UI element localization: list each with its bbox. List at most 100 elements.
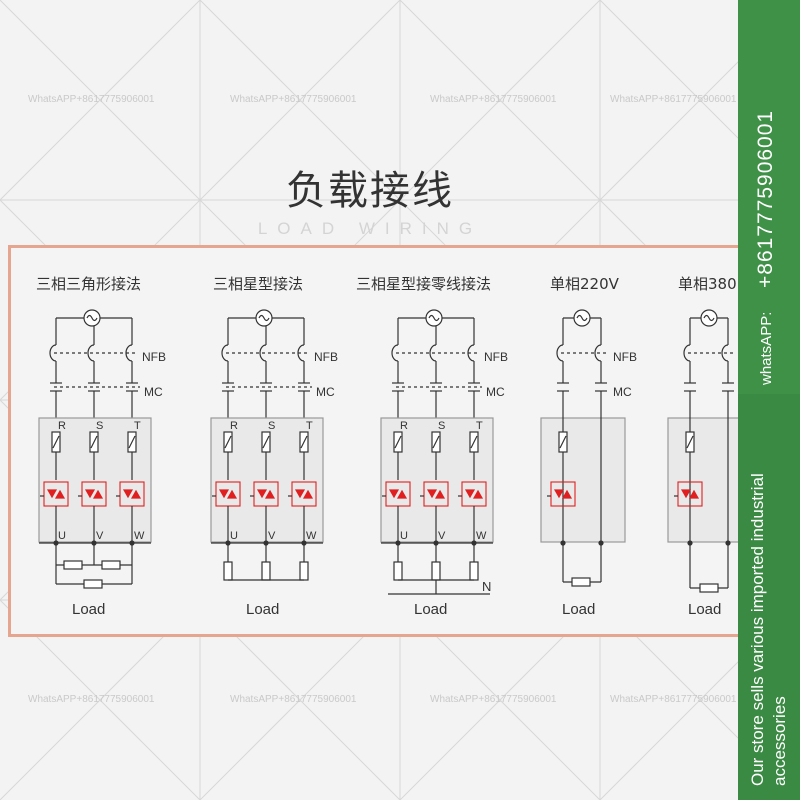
phase-in-label: R xyxy=(400,420,408,432)
whatsapp-label: whatsAPP: xyxy=(758,311,775,385)
mc-label: MC xyxy=(486,385,505,399)
fuse-slash xyxy=(432,435,440,449)
phase-out-label: U xyxy=(58,530,66,542)
phase-out-label: V xyxy=(438,530,446,542)
thyristor-icon xyxy=(680,489,700,499)
load-resistor-icon xyxy=(431,561,441,581)
breaker-contact-icon xyxy=(721,344,729,362)
load-resistor-icon xyxy=(469,561,479,581)
ssr-module xyxy=(540,417,626,543)
mc-label: MC xyxy=(613,385,632,399)
fuse-slash xyxy=(262,435,270,449)
breaker-contact-icon xyxy=(259,344,267,362)
thyristor-icon xyxy=(122,489,142,499)
load-resistor-icon xyxy=(223,561,233,581)
page-subtitle: LOAD WIRING xyxy=(257,219,483,238)
sine-icon xyxy=(703,314,715,322)
fuse-slash xyxy=(686,435,694,449)
phase-out-label: W xyxy=(134,530,145,542)
breaker-contact-icon xyxy=(429,344,437,362)
fuse-slash xyxy=(559,435,567,449)
nfb-label: NFB xyxy=(613,350,637,364)
watermark: WhatsAPP+8617775906001 xyxy=(430,94,557,105)
breaker-contact-icon xyxy=(87,344,95,362)
breaker-contact-icon xyxy=(49,344,57,362)
sine-icon xyxy=(428,314,440,322)
thyristor-icon xyxy=(84,489,104,499)
section-label-star: 三相星型接法 xyxy=(213,275,304,293)
page-title: 负载接线 xyxy=(286,168,454,214)
fuse-slash xyxy=(90,435,98,449)
phase-in-label: R xyxy=(58,420,66,432)
phase-in-label: S xyxy=(96,420,103,432)
load-resistor-icon xyxy=(63,560,83,570)
load-resistor-icon xyxy=(83,579,103,589)
watermark: WhatsAPP+8617775906001 xyxy=(230,94,357,105)
nfb-label: NFB xyxy=(484,350,508,364)
phase-in-label: T xyxy=(306,420,313,432)
thyristor-icon xyxy=(464,489,484,499)
nfb-label: NFB xyxy=(142,350,166,364)
fuse-slash xyxy=(128,435,136,449)
breaker-contact-icon xyxy=(556,344,564,362)
thyristor-icon xyxy=(256,489,276,499)
breaker-contact-icon xyxy=(391,344,399,362)
contact-sidebar: whatsAPP: +8617775906001 Our store sells… xyxy=(738,0,800,800)
phase-out-label: W xyxy=(476,530,487,542)
neutral-label: N xyxy=(482,579,491,594)
store-text-line1: Our store sells various imported industr… xyxy=(748,473,767,786)
phase-out-label: V xyxy=(268,530,276,542)
fuse-slash xyxy=(300,435,308,449)
phase-in-label: T xyxy=(476,420,483,432)
load-label: Load xyxy=(414,601,447,618)
breaker-contact-icon xyxy=(221,344,229,362)
thyristor-icon xyxy=(553,489,573,499)
load-resistor-icon xyxy=(393,561,403,581)
load-resistor-icon xyxy=(101,560,121,570)
load-resistor-icon xyxy=(261,561,271,581)
watermark: WhatsAPP+8617775906001 xyxy=(28,694,155,705)
load-resistor-icon xyxy=(571,577,591,587)
thyristor-icon xyxy=(294,489,314,499)
fuse-slash xyxy=(470,435,478,449)
load-label: Load xyxy=(246,601,279,618)
thyristor-icon xyxy=(426,489,446,499)
thyristor-box xyxy=(677,481,703,507)
watermark: WhatsAPP+8617775906001 xyxy=(610,94,737,105)
phase-in-label: T xyxy=(134,420,141,432)
section-label-star-neutral: 三相星型接零线接法 xyxy=(356,275,492,293)
breaker-contact-icon xyxy=(683,344,691,362)
section-label-delta: 三相三角形接法 xyxy=(36,275,142,293)
watermark: WhatsAPP+8617775906001 xyxy=(430,694,557,705)
watermark: WhatsAPP+8617775906001 xyxy=(610,694,737,705)
thyristor-icon xyxy=(218,489,238,499)
thyristor-icon xyxy=(388,489,408,499)
load-resistor-icon xyxy=(299,561,309,581)
phone-number: +8617775906001 xyxy=(754,109,777,288)
nfb-label: NFB xyxy=(314,350,338,364)
store-text-line2: accessories xyxy=(770,696,789,786)
junction-dot xyxy=(560,540,566,546)
watermark: WhatsAPP+8617775906001 xyxy=(230,694,357,705)
fuse-slash xyxy=(394,435,402,449)
load-label: Load xyxy=(688,601,721,618)
junction-dot xyxy=(725,540,731,546)
fuse-slash xyxy=(224,435,232,449)
load-resistor-icon xyxy=(699,583,719,593)
sine-icon xyxy=(576,314,588,322)
phase-out-label: U xyxy=(230,530,238,542)
mc-label: MC xyxy=(144,385,163,399)
phase-in-label: S xyxy=(268,420,275,432)
mc-label: MC xyxy=(316,385,335,399)
thyristor-icon xyxy=(46,489,66,499)
breaker-contact-icon xyxy=(594,344,602,362)
sine-icon xyxy=(258,314,270,322)
thyristor-box xyxy=(550,481,576,507)
fuse-slash xyxy=(52,435,60,449)
load-label: Load xyxy=(562,601,595,618)
phase-out-label: W xyxy=(306,530,317,542)
sine-icon xyxy=(86,314,98,322)
load-label: Load xyxy=(72,601,105,618)
sidebar-top xyxy=(738,0,800,394)
